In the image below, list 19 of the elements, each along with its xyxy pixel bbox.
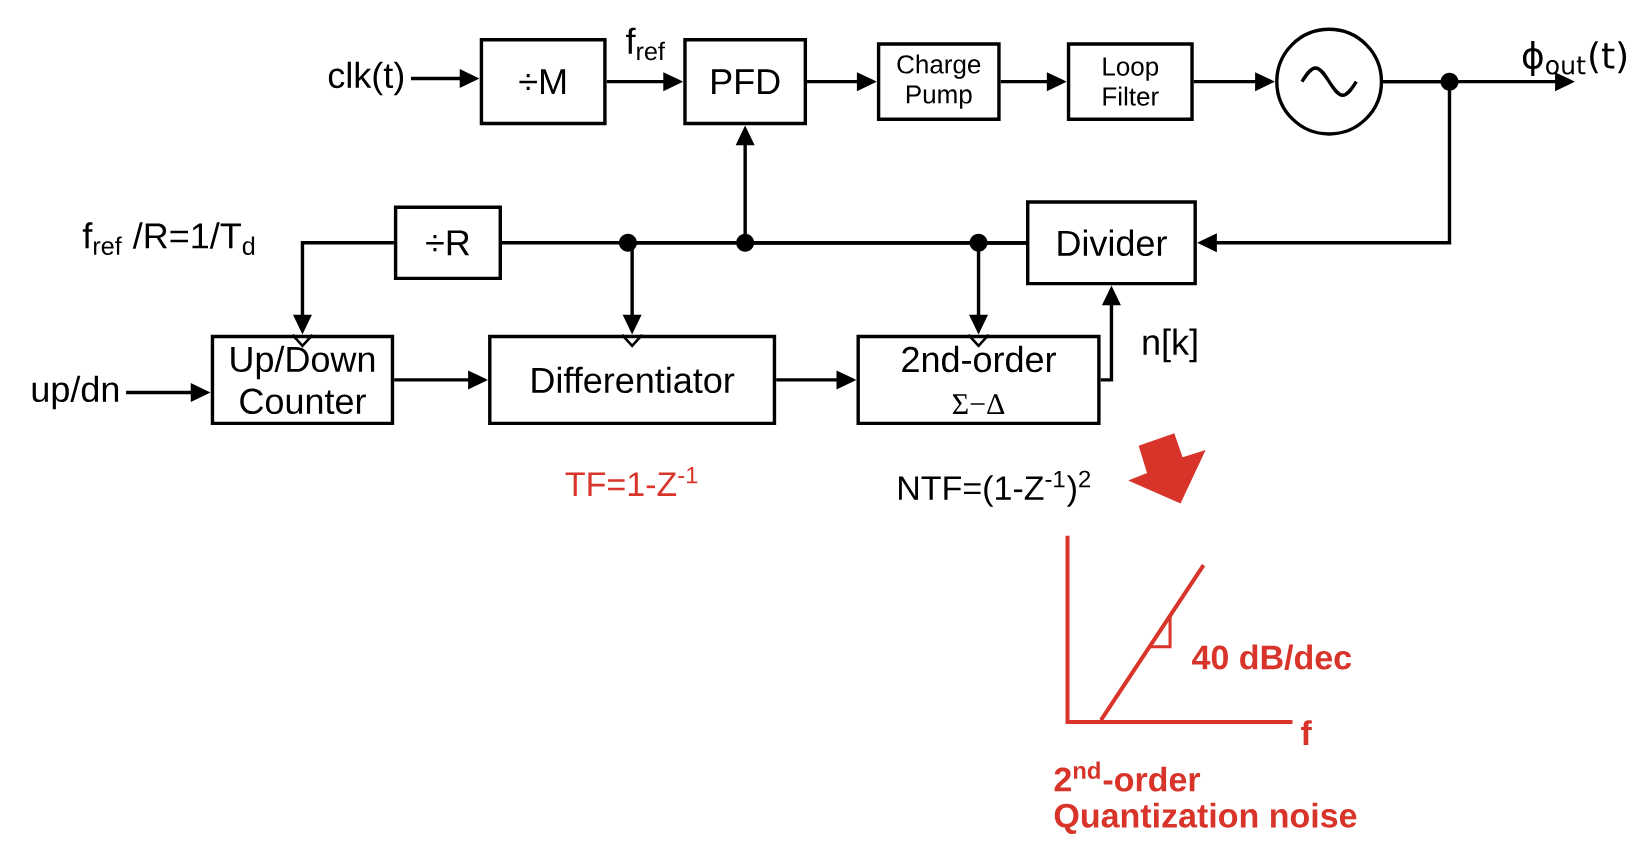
output-label: ϕ$_{out}$(t) xyxy=(1522,41,1627,77)
input-label: clk(t) xyxy=(328,61,404,96)
formula-label: NTF=(1-Z$^{-1}$)$^{2}$ xyxy=(899,470,1091,507)
edge-label: f$_{ref}$ xyxy=(623,25,668,63)
plot-caption: 2$^{nd}$-order xyxy=(1054,761,1201,792)
axis-label: f xyxy=(1301,720,1312,746)
detector-box: PFD xyxy=(683,38,808,126)
process-box: Differentiator xyxy=(488,334,777,426)
modulator-box: 2nd-order Σ−Δ xyxy=(856,334,1101,426)
plot-caption: Quantization noise xyxy=(1054,802,1357,835)
edge-label: n[k] xyxy=(1139,326,1202,365)
filter-box: Loop Filter xyxy=(1066,42,1194,122)
formula-label: TF=1-Z$^{-1}$ xyxy=(565,467,698,497)
input-label: up/dn xyxy=(32,375,119,410)
pump-box: Charge Pump xyxy=(876,42,1001,122)
slope-label: 40 dB/dec xyxy=(1192,644,1352,671)
edge-label: f$_{ref}$ /R=1/T$_{d}$ xyxy=(80,220,259,258)
oscillator-symbol xyxy=(1275,27,1384,136)
counter-box: Up/Down Counter xyxy=(210,334,395,426)
